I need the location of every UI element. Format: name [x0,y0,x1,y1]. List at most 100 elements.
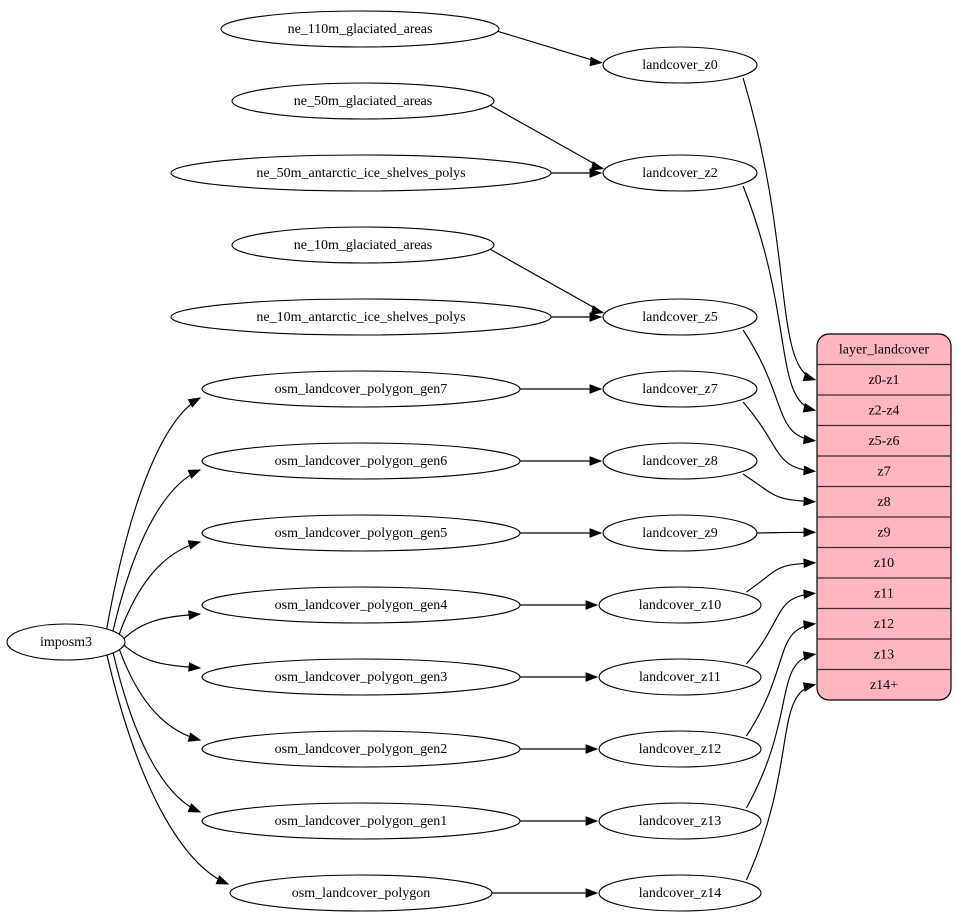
edge-imposm3-to-osm_landcover_polygon_gen4 [122,613,201,640]
arrowhead-ne_10m_glaciated_areas-to-landcover_z5 [590,305,605,315]
node-shape-osm_landcover_polygon [229,874,493,912]
arrowhead-imposm3-to-osm_landcover_polygon_gen3 [188,662,202,672]
node-osm_landcover_polygon_gen1[interactable]: osm_landcover_polygon_gen1 [201,802,521,840]
arrowhead-ne_10m_antarctic_ice_shelves_polys-to-landcover_z5 [589,312,603,322]
record-row-hit-z0-z1[interactable] [817,365,951,396]
node-landcover_z9[interactable]: landcover_z9 [602,514,758,552]
arrowhead-osm_landcover_polygon_gen4-to-landcover_z10 [585,600,599,610]
node-landcover_z11[interactable]: landcover_z11 [598,658,762,696]
node-osm_landcover_polygon_gen5[interactable]: osm_landcover_polygon_gen5 [201,514,521,552]
record-row-hit-z5-z6[interactable] [817,426,951,457]
edge-imposm3-to-osm_landcover_polygon_gen1 [112,652,201,813]
record-row-hit-z13[interactable] [817,639,951,670]
edge-landcover_z11-to-record-row-7 [745,592,816,665]
node-landcover_z7[interactable]: landcover_z7 [602,370,758,408]
node-shape-landcover_z2 [602,154,758,192]
arrowhead-ne_50m_antarctic_ice_shelves_polys-to-landcover_z2 [589,168,603,178]
node-shape-osm_landcover_polygon_gen5 [201,514,521,552]
arrowhead-landcover_z0-to-record-row-0 [802,371,817,382]
record-row-hit-z10[interactable] [817,548,951,579]
arrowhead-landcover_z7-to-record-row-3 [803,465,817,476]
node-landcover_z10[interactable]: landcover_z10 [598,586,762,624]
arrowhead-imposm3-to-osm_landcover_polygon_gen6 [187,469,202,479]
node-landcover_z14[interactable]: landcover_z14 [598,874,762,912]
arrowhead-imposm3-to-osm_landcover_polygon_gen5 [187,540,202,550]
arrowhead-landcover_z13-to-record-row-9 [802,651,817,661]
edge-ne_10m_glaciated_areas-to-landcover_z5 [489,248,604,314]
node-ne_50m_glaciated_areas[interactable]: ne_50m_glaciated_areas [231,82,495,120]
node-shape-ne_50m_glaciated_areas [231,82,495,120]
edge-landcover_z14-to-record-row-10 [745,684,816,881]
arrowhead-imposm3-to-osm_landcover_polygon_gen4 [188,610,202,620]
arrowhead-landcover_z5-to-record-row-2 [803,434,817,445]
node-landcover_z8[interactable]: landcover_z8 [602,442,758,480]
node-osm_landcover_polygon_gen3[interactable]: osm_landcover_polygon_gen3 [201,658,521,696]
edge-imposm3-to-osm_landcover_polygon_gen6 [112,469,201,632]
edge-landcover_z0-to-record-row-0 [742,77,816,381]
arrowhead-landcover_z12-to-record-row-8 [803,620,817,630]
record-row-hit-z2-z4[interactable] [817,395,951,426]
edge-landcover_z5-to-record-row-2 [742,329,816,442]
node-osm_landcover_polygon[interactable]: osm_landcover_polygon [229,874,493,912]
record-row-hit-z7[interactable] [817,456,951,487]
arrowhead-landcover_z10-to-record-row-6 [803,558,817,569]
node-shape-osm_landcover_polygon_gen6 [201,442,521,480]
edge-ne_110m_glaciated_areas-to-landcover_z0 [496,30,602,64]
edge-imposm3-to-osm_landcover_polygon_gen7 [106,397,201,630]
node-shape-osm_landcover_polygon_gen1 [201,802,521,840]
arrowhead-imposm3-to-osm_landcover_polygon_gen1 [187,803,202,813]
node-landcover_z5[interactable]: landcover_z5 [602,298,758,336]
node-shape-ne_10m_glaciated_areas [231,226,495,264]
node-landcover_z12[interactable]: landcover_z12 [598,730,762,768]
arrowhead-osm_landcover_polygon_gen2-to-landcover_z12 [585,744,599,754]
node-osm_landcover_polygon_gen7[interactable]: osm_landcover_polygon_gen7 [201,370,521,408]
record-row-hit-z11[interactable] [817,578,951,609]
edge-ne_50m_glaciated_areas-to-landcover_z2 [489,104,604,170]
node-ne_50m_antarctic_ice_shelves_polys[interactable]: ne_50m_antarctic_ice_shelves_polys [170,154,552,192]
node-shape-landcover_z0 [602,46,758,84]
node-shape-osm_landcover_polygon_gen2 [201,730,521,768]
node-shape-landcover_z9 [602,514,758,552]
record-row-hit-z14+[interactable] [817,670,951,701]
arrowhead-osm_landcover_polygon_gen1-to-landcover_z13 [585,816,599,826]
node-ne_10m_glaciated_areas[interactable]: ne_10m_glaciated_areas [231,226,495,264]
node-osm_landcover_polygon_gen6[interactable]: osm_landcover_polygon_gen6 [201,442,521,480]
nodes-layer: imposm3 ne_110m_glaciated_areas ne_50m_gla… [6,10,762,912]
arrowhead-ne_110m_glaciated_areas-to-landcover_z0 [589,56,603,67]
node-landcover_z13[interactable]: landcover_z13 [598,802,762,840]
node-shape-ne_50m_antarctic_ice_shelves_polys [170,154,552,192]
edge-landcover_z12-to-record-row-8 [745,623,816,737]
node-osm_landcover_polygon_gen4[interactable]: osm_landcover_polygon_gen4 [201,586,521,624]
node-shape-osm_landcover_polygon_gen3 [201,658,521,696]
arrowhead-osm_landcover_polygon_gen6-to-landcover_z8 [589,456,603,466]
node-landcover_z0[interactable]: landcover_z0 [602,46,758,84]
arrowhead-imposm3-to-osm_landcover_polygon_gen7 [187,397,202,408]
node-shape-imposm3 [6,623,126,661]
record-row-hit-z9[interactable] [817,517,951,548]
node-ne_10m_antarctic_ice_shelves_polys[interactable]: ne_10m_antarctic_ice_shelves_polys [170,298,552,336]
node-osm_landcover_polygon_gen2[interactable]: osm_landcover_polygon_gen2 [201,730,521,768]
node-shape-landcover_z13 [598,802,762,840]
arrowhead-landcover_z9-to-record-row-5 [803,527,817,538]
node-imposm3[interactable]: imposm3 [6,623,126,661]
node-shape-landcover_z14 [598,874,762,912]
node-shape-landcover_z7 [602,370,758,408]
node-shape-landcover_z12 [598,730,762,768]
record-row-hit-z8[interactable] [817,487,951,518]
node-shape-osm_landcover_polygon_gen7 [201,370,521,408]
node-ne_110m_glaciated_areas[interactable]: ne_110m_glaciated_areas [220,10,500,48]
arrowhead-landcover_z14-to-record-row-10 [802,682,817,692]
arrowhead-imposm3-to-osm_landcover_polygon [215,875,230,885]
arrowhead-ne_50m_glaciated_areas-to-landcover_z2 [590,161,605,171]
edge-landcover_z13-to-record-row-9 [745,653,816,809]
arrowhead-landcover_z8-to-record-row-4 [803,496,817,507]
record-row-hit-z12[interactable] [817,609,951,640]
arrowhead-landcover_z11-to-record-row-7 [803,589,817,599]
arrowhead-osm_landcover_polygon_gen3-to-landcover_z11 [585,672,599,682]
arrowhead-imposm3-to-osm_landcover_polygon_gen2 [187,732,202,742]
node-shape-landcover_z8 [602,442,758,480]
record-node-layer-landcover[interactable]: layer_landcoverz0-z1z2-z4z5-z6z7z8z9z10z… [816,333,952,701]
node-landcover_z2[interactable]: landcover_z2 [602,154,758,192]
